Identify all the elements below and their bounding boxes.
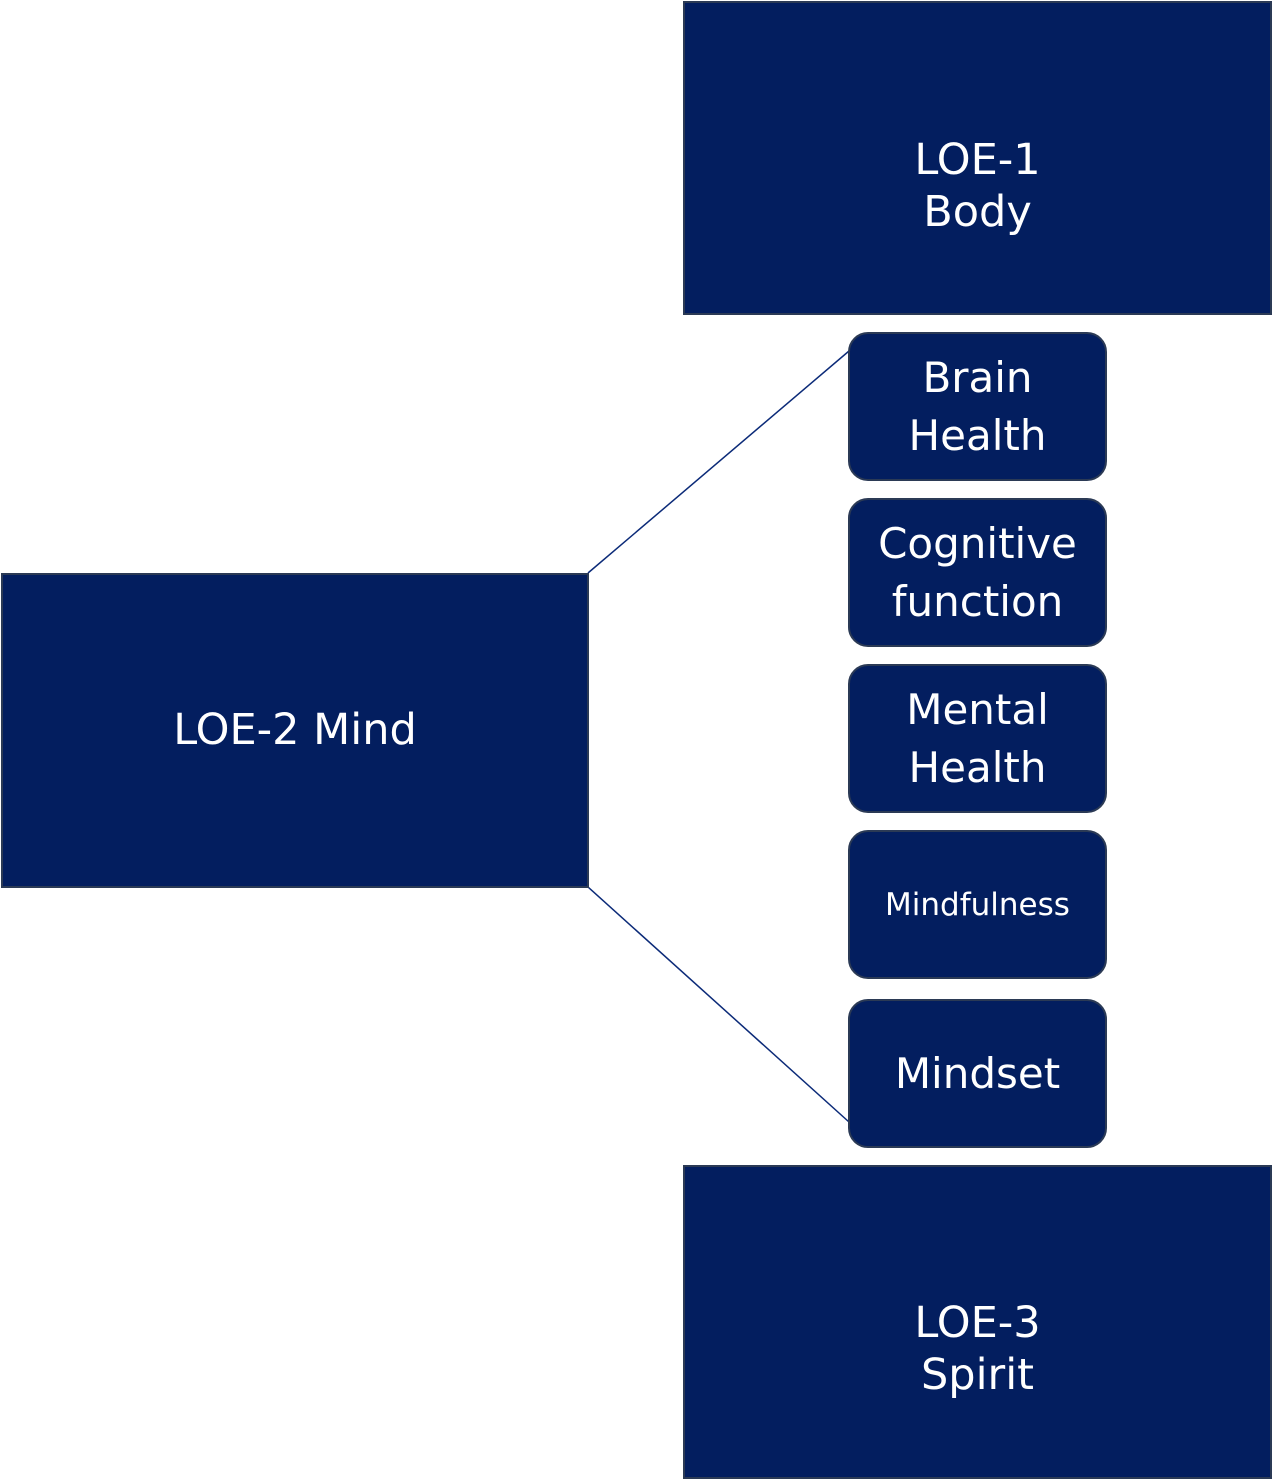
mindfulness-label: Mindfulness <box>885 886 1070 923</box>
mental-health-label: Mental Health <box>906 684 1049 792</box>
cognitive-function-label: Cognitive function <box>878 518 1077 626</box>
brain-health-label: Brain Health <box>908 352 1047 460</box>
mindfulness-box: Mindfulness <box>848 830 1107 979</box>
loe-mind-box: LOE-2 Mind <box>1 573 589 888</box>
loe-mind-label: LOE-2 Mind <box>173 704 417 755</box>
cognitive-function-box: Cognitive function <box>848 498 1107 647</box>
loe-body-box: LOE-1 Body <box>683 1 1272 315</box>
mental-health-box: Mental Health <box>848 664 1107 813</box>
connector-mind-to-mindset <box>587 886 850 1123</box>
loe-spirit-label: LOE-3 Spirit <box>914 1298 1041 1400</box>
brain-health-box: Brain Health <box>848 332 1107 481</box>
loe-spirit-box: LOE-3 Spirit <box>683 1165 1272 1479</box>
mindset-label: Mindset <box>894 1048 1061 1098</box>
mindset-box: Mindset <box>848 999 1107 1148</box>
loe-body-label: LOE-1 Body <box>914 135 1041 237</box>
connector-mind-to-brain-health <box>587 350 850 574</box>
